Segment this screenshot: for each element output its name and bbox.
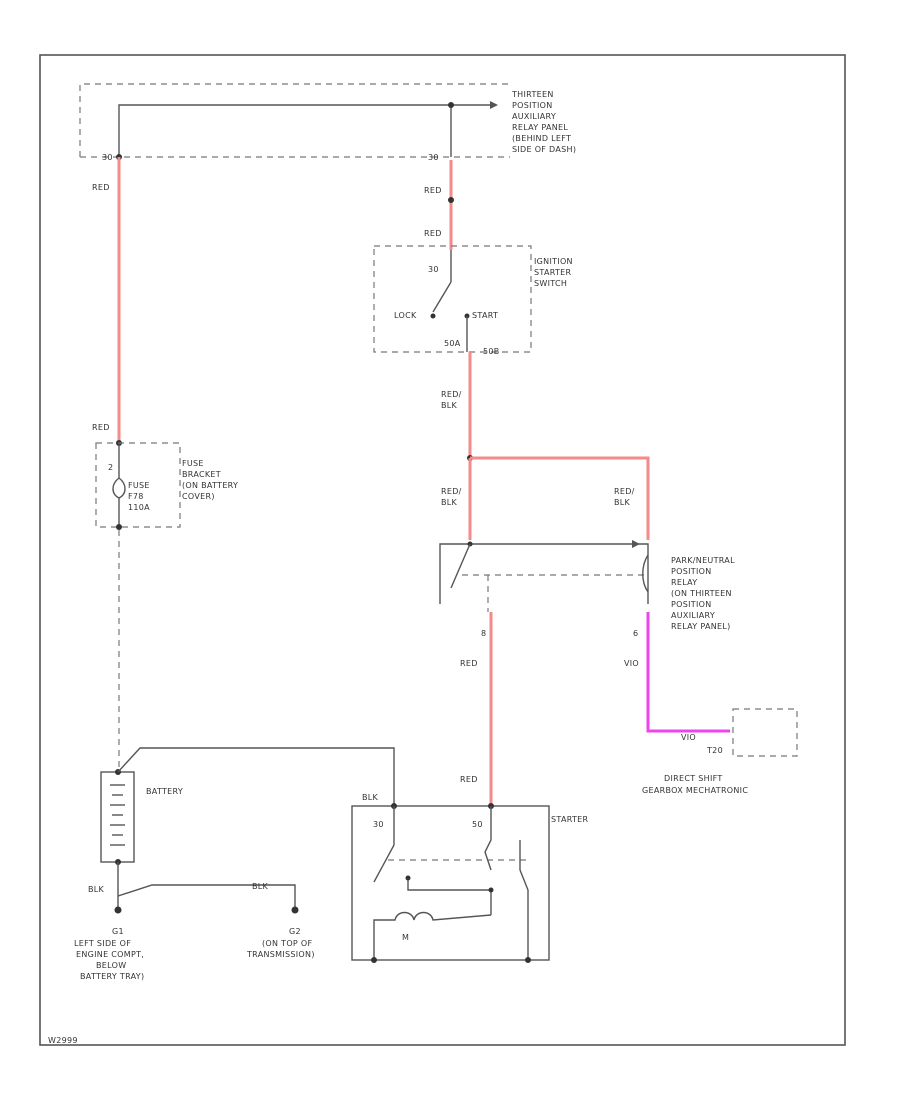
- tcm-box: [732, 708, 798, 757]
- wire-label-blk-ground: BLK: [252, 882, 269, 891]
- fuse-name: FUSE F78 110A: [128, 481, 153, 512]
- pin-30-right-label: 30: [428, 153, 439, 162]
- relay-switch-blade: [450, 543, 471, 589]
- fuse-symbol: [112, 477, 126, 499]
- wire-label-red-left-bottom: RED: [92, 423, 110, 432]
- ignition-pin-50b: 50B: [483, 347, 500, 356]
- battery-cable-to-starter: [117, 747, 395, 806]
- ignition-switch-blade: [432, 281, 452, 313]
- wire-label-red-starter: RED: [460, 775, 478, 784]
- relay-pin-left: 8: [481, 629, 486, 638]
- fuse-bottom-junction: [116, 524, 122, 530]
- fuse-bracket-label: FUSE BRACKET (ON BATTERY COVER): [182, 459, 241, 501]
- starter-motor-winding: [373, 911, 492, 960]
- bus-junction: [448, 102, 454, 108]
- starter-pin-50: 50: [472, 820, 483, 829]
- ignition-pin-50a: 50A: [444, 339, 461, 348]
- ignition-start-label: START: [472, 311, 498, 320]
- diagram-id: W2999: [48, 1036, 78, 1045]
- ground-g1-id: G1: [112, 927, 124, 936]
- diagram-border: [39, 54, 846, 1046]
- relay-arrow: [632, 540, 640, 548]
- starter-pin-30: 30: [373, 820, 384, 829]
- ground-g1: [114, 906, 122, 914]
- tcm-label: DIRECT SHIFT GEARBOX MECHATRONIC: [642, 774, 748, 795]
- starter-internal-lead: [407, 878, 492, 915]
- fuse-bracket-box: [95, 442, 181, 528]
- starter-contact-a: [405, 875, 411, 881]
- wire-label-red-left-top: RED: [92, 183, 110, 192]
- ground-strap: [117, 884, 296, 910]
- wire-label-blk-starter: BLK: [362, 793, 379, 802]
- wire-label-red-relay-out: RED: [460, 659, 478, 668]
- starter-label: STARTER: [551, 815, 589, 824]
- tcm-pin: T20: [706, 746, 723, 755]
- battery-cells: [110, 784, 125, 846]
- ground-g2-label: (ON TOP OF TRANSMISSION): [246, 939, 315, 959]
- starter-ground-left: [371, 957, 377, 963]
- starter-contact-b: [488, 887, 494, 893]
- wire-label-vio-tcm: VIO: [681, 733, 696, 742]
- relay-label: PARK/NEUTRAL POSITION RELAY (ON THIRTEEN…: [671, 556, 738, 631]
- relay-outline: [439, 543, 649, 604]
- starter-motor-label: M: [402, 933, 409, 942]
- wire-label-red-ign-1: RED: [424, 186, 442, 195]
- starter-pull-in-coil: [484, 806, 492, 871]
- bus-arrow: [490, 101, 498, 109]
- ignition-switch-box: [373, 245, 532, 353]
- starter-hold-coil: [519, 840, 529, 960]
- wire-label-red-ign-2: RED: [424, 229, 442, 238]
- fuse-pin-label: 2: [108, 463, 113, 472]
- pin-30-left-label: 30: [102, 153, 113, 162]
- wire-label-red-blk-1: RED/ BLK: [441, 390, 465, 410]
- relay-panel-outline: [79, 83, 510, 157]
- red-blk-wire-relay-coil: [470, 456, 650, 540]
- ignition-feed-splice: [448, 197, 454, 203]
- ignition-switch-label: IGNITION STARTER SWITCH: [534, 257, 576, 288]
- battery-label: BATTERY: [146, 787, 183, 796]
- ground-g1-label: LEFT SIDE OF ENGINE COMPT, BELOW BATTERY…: [74, 939, 147, 981]
- relay-coil-symbol: [642, 554, 649, 593]
- ignition-lock-contact: [430, 313, 436, 319]
- relay-pin-right: 6: [633, 629, 638, 638]
- vio-wire-to-tcm: [646, 612, 730, 733]
- ground-g2-id: G2: [289, 927, 301, 936]
- relay-panel-label: THIRTEEN POSITION AUXILIARY RELAY PANEL …: [511, 90, 576, 154]
- ignition-lock-label: LOCK: [394, 311, 417, 320]
- relay-panel-bus: [118, 104, 492, 157]
- starter-ground-right: [525, 957, 531, 963]
- ground-g2: [291, 906, 299, 914]
- starter-solenoid-contact: [373, 844, 395, 883]
- wire-label-vio: VIO: [624, 659, 639, 668]
- starter-box: [351, 805, 550, 961]
- wire-label-red-blk-2: RED/ BLK: [441, 487, 465, 507]
- wire-label-red-blk-3: RED/ BLK: [614, 487, 638, 507]
- ignition-pin-30: 30: [428, 265, 439, 274]
- wire-label-blk-battery: BLK: [88, 885, 105, 894]
